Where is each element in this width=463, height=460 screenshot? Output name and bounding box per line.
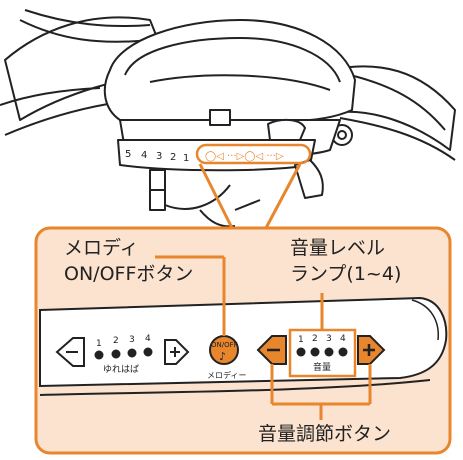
melody-callout-line1: メロディ bbox=[64, 237, 139, 259]
top-scale-3: 3 bbox=[156, 151, 162, 162]
melody-callout-line2: ON/OFFボタン bbox=[64, 263, 194, 285]
volume-lamp-callout-line2: ランプ(1~4) bbox=[290, 263, 402, 285]
volume-plus-button[interactable] bbox=[357, 335, 386, 365]
top-scale-5: 5 bbox=[125, 149, 131, 160]
top-scale-numbers: 5 4 3 2 1 bbox=[125, 149, 189, 164]
swing-level-lamps: 1 2 3 4 ゆれはば bbox=[94, 334, 153, 375]
callout-connectors bbox=[198, 163, 302, 229]
volume-number-2: 2 bbox=[312, 334, 318, 344]
volume-number-4: 4 bbox=[340, 334, 346, 344]
top-scale-4: 4 bbox=[141, 150, 147, 161]
volume-number-1: 1 bbox=[298, 335, 304, 345]
swing-number-1: 1 bbox=[96, 339, 102, 349]
swing-label: ゆれはば bbox=[103, 364, 139, 375]
volume-label: 音量 bbox=[313, 361, 331, 373]
control-panel bbox=[39, 296, 448, 396]
swing-device-top bbox=[0, 9, 456, 228]
swing-plus-button[interactable] bbox=[164, 339, 190, 365]
swing-number-2: 2 bbox=[113, 336, 119, 346]
top-highlight-glyphs: ◯◁ ···▷◯◁ ···▷ bbox=[205, 151, 284, 162]
music-note-icon: ♪ bbox=[219, 350, 226, 363]
volume-lamp-callout-line1: 音量レベル bbox=[290, 237, 386, 259]
top-scale-1: 1 bbox=[183, 153, 189, 164]
top-scale-2: 2 bbox=[170, 152, 176, 163]
melody-button-text: ON/OFF bbox=[211, 341, 238, 349]
volume-number-3: 3 bbox=[326, 334, 332, 344]
volume-level-lamps: 1 2 3 4 音量 bbox=[296, 334, 348, 373]
volume-adjust-callout: 音量調節ボタン bbox=[258, 423, 392, 445]
top-highlight-box bbox=[195, 143, 312, 165]
swing-number-3: 3 bbox=[129, 335, 135, 345]
melody-label: メロディー bbox=[207, 370, 246, 380]
swing-minus-button[interactable] bbox=[55, 337, 85, 367]
volume-minus-button[interactable] bbox=[256, 335, 287, 365]
swing-number-4: 4 bbox=[145, 334, 151, 344]
melody-onoff-button[interactable]: ON/OFF ♪ メロディー bbox=[207, 335, 246, 380]
svg-text:◯◁ ···▷◯◁ ···▷: ◯◁ ···▷◯◁ ···▷ bbox=[205, 151, 284, 162]
volume-adjust-bracket bbox=[270, 364, 372, 420]
